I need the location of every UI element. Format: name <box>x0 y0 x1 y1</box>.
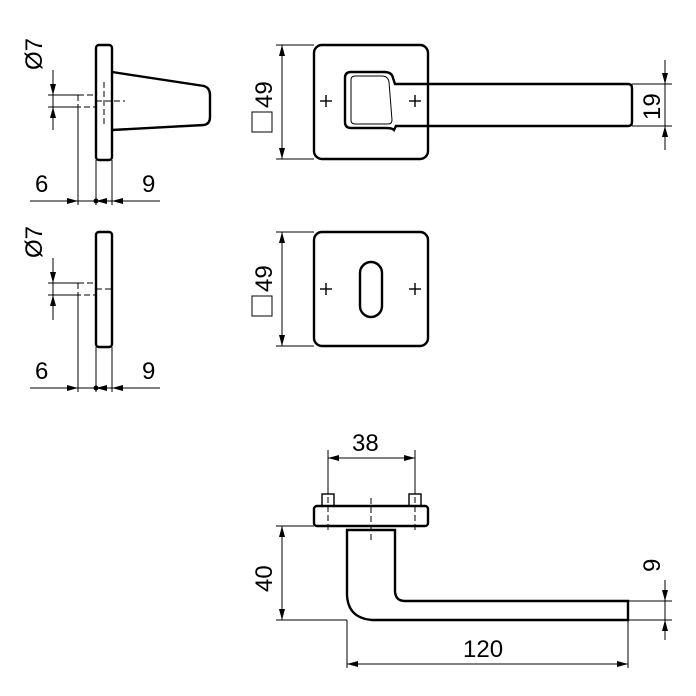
arrow <box>112 198 123 204</box>
arrow <box>279 526 285 537</box>
rosette-square-front <box>312 43 430 161</box>
arrow <box>50 272 56 283</box>
side-view-escutcheon: Ø7 6 9 <box>21 226 160 392</box>
front-view-rosette-lever: 49 19 <box>251 43 672 161</box>
fixing-pin-top <box>77 94 97 108</box>
label-38: 38 <box>352 430 379 457</box>
lever-front <box>343 70 634 133</box>
label-49-top: 49 <box>251 81 278 108</box>
arrow <box>67 198 78 204</box>
handle-neck-side <box>111 70 212 132</box>
label-19: 19 <box>639 93 666 120</box>
square-symbol-icon <box>251 295 273 317</box>
arrow <box>112 385 123 391</box>
side-view-rosette-handle: Ø7 6 9 <box>21 38 212 205</box>
fixing-pin-bottom <box>77 282 97 296</box>
label-9-top: 9 <box>142 171 155 198</box>
arrow <box>96 198 107 204</box>
square-symbol-icon <box>251 111 273 133</box>
arrow <box>279 45 285 56</box>
arrow <box>67 385 78 391</box>
top-view-lever: 38 40 120 9 <box>251 430 672 668</box>
label-40: 40 <box>251 565 278 592</box>
label-d7-bottom: Ø7 <box>21 226 48 258</box>
label-6-top: 6 <box>35 171 48 198</box>
rosette-side-plate <box>94 43 114 162</box>
arrow <box>50 84 56 95</box>
label-9-lever: 9 <box>639 559 666 572</box>
arrow <box>328 455 339 461</box>
arrow <box>50 107 56 118</box>
arrow <box>347 661 358 667</box>
arrow <box>662 73 668 84</box>
arrow <box>617 661 628 667</box>
label-9-bottom: 9 <box>142 358 155 385</box>
arrow <box>662 590 668 601</box>
label-49-bottom: 49 <box>251 265 278 292</box>
escutcheon-square-front <box>312 230 430 348</box>
dim-origin-dot <box>93 385 99 391</box>
arrow <box>279 148 285 159</box>
lever-neck-inner <box>350 75 393 125</box>
arrow <box>404 455 415 461</box>
arrow <box>279 609 285 620</box>
arrow <box>96 385 107 391</box>
arrow <box>662 126 668 137</box>
arrow <box>279 232 285 243</box>
arrow <box>279 335 285 346</box>
arrow <box>50 295 56 306</box>
label-d7-top: Ø7 <box>21 38 48 70</box>
dim-origin-dot <box>93 198 99 204</box>
keyhole-slot <box>358 260 384 319</box>
lever-top-profile <box>345 528 630 622</box>
label-120: 120 <box>463 636 503 663</box>
arrow <box>662 620 668 631</box>
front-view-escutcheon: 49 <box>251 230 430 348</box>
label-6-bottom: 6 <box>35 358 48 385</box>
